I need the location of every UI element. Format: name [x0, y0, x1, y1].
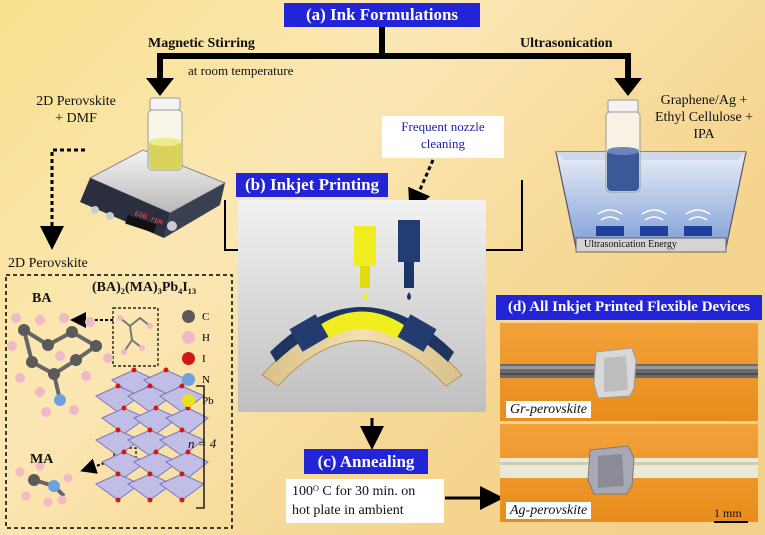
arrow-split-line — [160, 27, 628, 59]
annealing-conditions: 100ᴼ C for 30 min. on hot plate in ambie… — [286, 479, 444, 523]
annealing-header: (c) Annealing — [304, 449, 428, 474]
legend-item-c: C — [182, 306, 228, 327]
inkjet-printing-header: (b) Inkjet Printing — [236, 173, 388, 197]
ag-perovskite-label: Ag-perovskite — [506, 502, 592, 519]
perovskite-dmf-line1: 2D Perovskite — [36, 94, 116, 109]
legend-text-n: N — [202, 373, 210, 386]
legend-text-c: C — [202, 310, 210, 323]
room-temperature-label: at room temperature — [188, 63, 294, 78]
perovskite-lattice — [95, 369, 209, 501]
ba-molecule-small — [117, 315, 153, 355]
ba-molecule — [7, 313, 113, 417]
legend-swatch-c — [182, 310, 195, 323]
ink-formulations-header: (a) Ink Formulations — [284, 3, 480, 27]
annealing-conditions-line2: hot plate in ambient — [292, 503, 404, 518]
legend-swatch-h — [182, 331, 195, 344]
legend-item-h: H — [182, 327, 228, 348]
perovskite-vial — [147, 97, 183, 171]
legend-swatch-i — [182, 352, 195, 365]
magnetic-stirring-label: Magnetic Stirring — [148, 36, 255, 51]
nozzle-cleaning-line1: Frequent nozzle — [401, 119, 485, 134]
devices-header: (d) All Inkjet Printed Flexible Devices — [496, 295, 762, 320]
nozzle-cleaning-label: Frequent nozzle cleaning — [382, 116, 504, 158]
legend-item-pb: Pb — [182, 390, 228, 411]
legend-item-i: I — [182, 348, 228, 369]
ultrasonication-label: Ultrasonication — [520, 36, 613, 51]
graphene-vial — [605, 99, 641, 193]
ag-perovskite-photo — [500, 424, 758, 522]
gr-perovskite-photo — [500, 323, 758, 421]
ba-zoom-box — [112, 307, 159, 367]
graphene-ink-label: Graphene/Ag + Ethyl Cellulose + IPA — [646, 92, 762, 143]
ma-label: MA — [30, 452, 54, 467]
perovskite-dmf-line2: + DMF — [55, 111, 97, 126]
graphene-ink-line3: IPA — [693, 127, 715, 142]
graphene-ink-line1: Graphene/Ag + — [660, 93, 748, 108]
n-value-label: n = 4 — [188, 436, 217, 451]
arrow-left-head — [146, 78, 174, 96]
gr-perovskite-label: Gr-perovskite — [506, 401, 591, 418]
legend-text-h: H — [202, 331, 210, 344]
atom-legend: C H I N Pb — [182, 306, 228, 411]
legend-text-i: I — [202, 352, 206, 365]
ma-molecule — [15, 461, 73, 507]
legend-item-n: N — [182, 369, 228, 390]
perovskite-formula: (BA)₂(MA)₃Pb₄I₁₃ — [92, 280, 197, 295]
arrow-to-perovskite-structure — [40, 148, 85, 250]
ultrasonication-energy-label: Ultrasonication Energy — [584, 239, 677, 250]
annealing-conditions-line1: 100ᴼ C for 30 min. on — [292, 484, 416, 499]
n-bracket — [196, 385, 205, 509]
ba-label: BA — [32, 291, 52, 306]
legend-swatch-n — [182, 373, 195, 386]
nozzle-cleaning-line2: cleaning — [420, 136, 466, 151]
scale-bar-label: 1 mm — [714, 506, 742, 520]
two-d-perovskite-label: 2D Perovskite — [8, 256, 88, 271]
perovskite-structure-box — [5, 274, 233, 529]
hot-plate — [80, 149, 227, 238]
graphene-ink-line2: Ethyl Cellulose + — [654, 110, 754, 125]
legend-swatch-pb — [182, 394, 195, 407]
inkjet-illustration — [261, 220, 463, 387]
legend-text-pb: Pb — [202, 394, 214, 407]
ultrasonication-bath — [555, 151, 747, 253]
arrow-right-head — [614, 78, 642, 96]
perovskite-dmf-label: 2D Perovskite + DMF — [28, 93, 124, 127]
